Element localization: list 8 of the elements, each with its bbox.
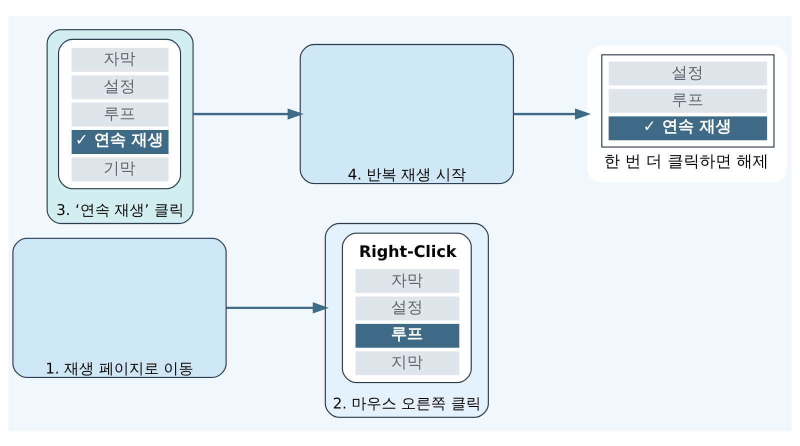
node-box: 1. 재생 페이지로 이동 bbox=[12, 237, 227, 378]
node-box: 4. 반복 재생 시작 bbox=[300, 43, 514, 184]
arrow bbox=[514, 108, 591, 120]
node-box: 자막 설정 루프 ✓ 연속 재생 기막 bbox=[58, 38, 182, 189]
node-box: Right-Click 자막 설정 루프 지막 bbox=[342, 232, 472, 383]
node-box: 설정 루프 ✓ 연속 재생 한 번 더 클릭하면 해제 bbox=[588, 45, 788, 182]
arrow bbox=[226, 302, 329, 313]
arrow bbox=[193, 108, 304, 120]
